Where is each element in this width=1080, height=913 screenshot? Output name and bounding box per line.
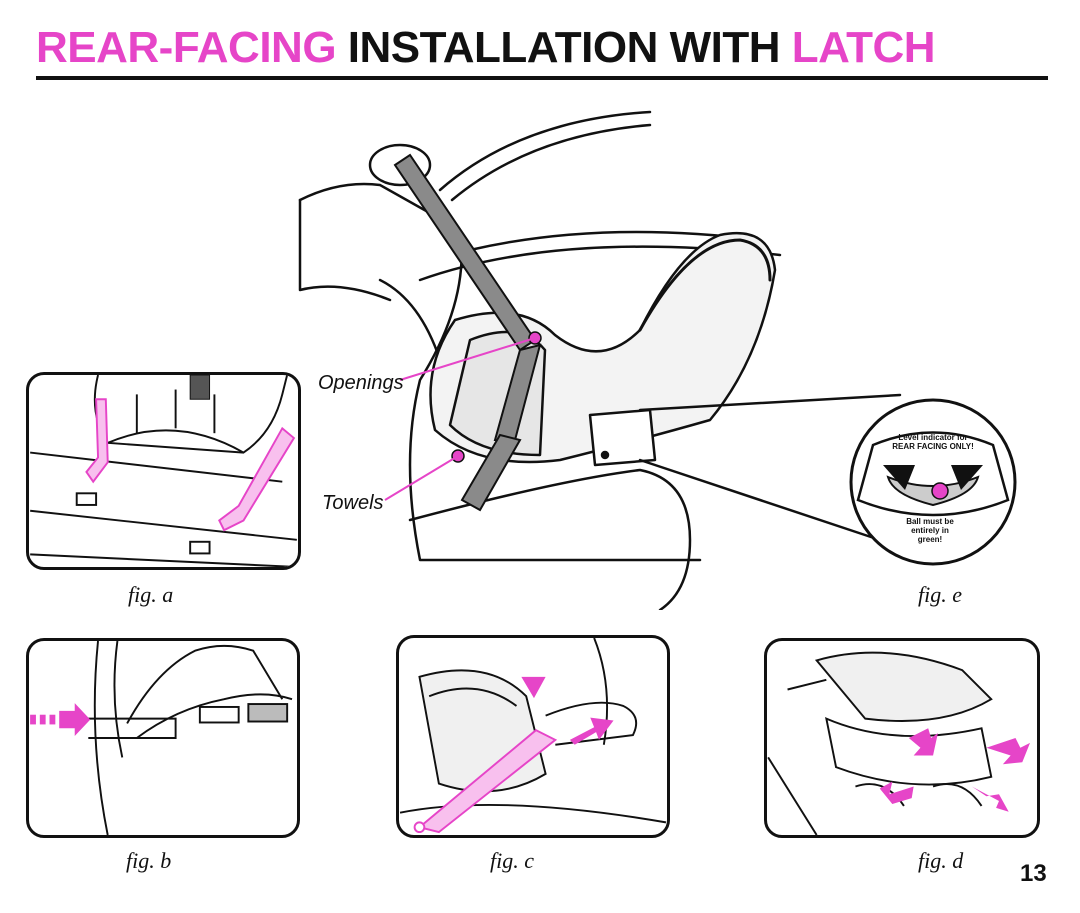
- fig-a-panel: [26, 372, 301, 570]
- fig-a-illustration: [30, 375, 297, 567]
- fig-b-panel: [26, 638, 300, 838]
- fig-e-caption: fig. e: [918, 582, 962, 607]
- title-part-installation: INSTALLATION WITH: [336, 23, 792, 72]
- fig-b-illustration: [30, 641, 293, 835]
- indicator-top-line1: Level indicator for: [898, 433, 968, 442]
- title-part-rear-facing: REAR-FACING: [36, 23, 337, 72]
- fig-c-illustration: [399, 638, 667, 834]
- indicator-top-line2: REAR FACING ONLY!: [892, 441, 974, 451]
- indicator-top-text: Level indicator for REAR FACING ONLY!: [878, 433, 988, 452]
- page-number: 13: [1020, 860, 1047, 887]
- title-rule: [36, 76, 1048, 80]
- fig-c-panel: [396, 635, 670, 838]
- fig-b-caption: fig. b: [126, 848, 172, 873]
- fig-d-caption: fig. d: [918, 848, 964, 873]
- level-indicator-badge: [849, 398, 1017, 566]
- title-part-latch: LATCH: [791, 23, 936, 72]
- fig-a-caption: fig. a: [128, 582, 174, 607]
- indicator-bottom-line1: Ball must be: [906, 517, 954, 526]
- indicator-bottom-line3: green!: [917, 534, 943, 544]
- indicator-bottom-line2: entirely in: [911, 525, 949, 535]
- indicator-bottom-text: Ball must be entirely in green!: [880, 517, 980, 544]
- fig-c-caption: fig. c: [490, 848, 534, 873]
- page-title: REAR-FACING INSTALLATION WITH LATCH: [36, 23, 936, 72]
- towels-label: Towels: [322, 492, 384, 514]
- openings-label: Openings: [318, 372, 404, 394]
- fig-d-illustration: [767, 651, 1031, 835]
- fig-d-panel: [764, 638, 1040, 838]
- main-car-seat-illustration: [298, 110, 902, 610]
